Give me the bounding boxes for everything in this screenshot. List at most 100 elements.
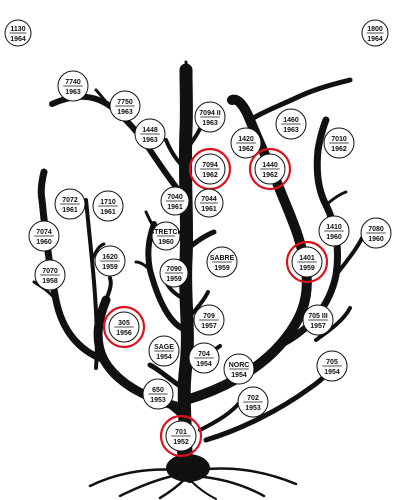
node-1800: 1800 1964 bbox=[362, 20, 388, 46]
node-1440: 1440 1962 bbox=[250, 149, 290, 189]
node-model-label: 1710 bbox=[100, 199, 116, 206]
node-model-label: 704 bbox=[198, 351, 210, 358]
node-year-label: 1960 bbox=[36, 239, 52, 246]
node-year-label: 1962 bbox=[331, 146, 347, 153]
node-year-label: 1959 bbox=[299, 265, 315, 272]
node-model-label: 1130 bbox=[10, 26, 25, 33]
node-7094ii: 7094 II 1963 bbox=[195, 102, 225, 132]
node-model-label: SABRE bbox=[210, 255, 235, 262]
node-7090: 7090 1959 bbox=[160, 259, 188, 287]
node-1401: 1401 1959 bbox=[287, 242, 327, 282]
node-1448: 1448 1963 bbox=[135, 119, 165, 149]
node-7080: 7080 1960 bbox=[361, 218, 391, 248]
node-year-label: 1964 bbox=[10, 36, 26, 43]
node-year-label: 1953 bbox=[245, 405, 261, 412]
node-year-label: 1954 bbox=[231, 372, 247, 379]
node-year-label: 1963 bbox=[65, 89, 81, 96]
node-model-label: 7090 bbox=[166, 266, 182, 273]
node-709: 709 1957 bbox=[194, 305, 224, 335]
node-norc: NORC 1954 bbox=[224, 354, 254, 384]
node-year-label: 1957 bbox=[201, 323, 217, 330]
node-7740: 7740 1963 bbox=[58, 71, 88, 101]
node-year-label: 1958 bbox=[42, 278, 58, 285]
node-7070: 7070 1958 bbox=[35, 260, 65, 290]
node-model-label: 1620 bbox=[102, 254, 118, 261]
node-model-label: 705 bbox=[326, 359, 338, 366]
node-7040: 7040 1961 bbox=[161, 187, 189, 215]
node-model-label: STRETCH bbox=[149, 229, 182, 236]
node-705iii: 705 III 1957 bbox=[303, 305, 333, 335]
node-705: 705 1954 bbox=[317, 351, 347, 381]
node-year-label: 1959 bbox=[166, 276, 182, 283]
node-year-label: 1961 bbox=[201, 206, 217, 213]
node-1130: 1130 1964 bbox=[5, 20, 31, 46]
node-7072: 7072 1961 bbox=[55, 189, 85, 219]
node-year-label: 1953 bbox=[150, 397, 166, 404]
node-7010: 7010 1962 bbox=[324, 128, 354, 158]
node-7074: 7074 1960 bbox=[29, 221, 59, 251]
node-model-label: 7094 II bbox=[199, 110, 220, 117]
node-year-label: 1963 bbox=[117, 109, 133, 116]
node-model-label: 702 bbox=[247, 395, 259, 402]
node-model-label: 1401 bbox=[299, 255, 315, 262]
node-1710: 1710 1961 bbox=[93, 191, 123, 221]
node-year-label: 1961 bbox=[62, 207, 78, 214]
node-year-label: 1963 bbox=[283, 127, 299, 134]
node-year-label: 1962 bbox=[238, 146, 254, 153]
node-model-label: 7080 bbox=[368, 226, 384, 233]
node-305: 305 1956 bbox=[104, 307, 144, 347]
node-year-label: 1954 bbox=[156, 354, 172, 361]
node-702: 702 1953 bbox=[238, 387, 268, 417]
node-model-label: SAGE bbox=[154, 344, 174, 351]
node-1620: 1620 1959 bbox=[95, 246, 125, 276]
node-model-label: 305 bbox=[118, 320, 130, 327]
node-model-label: 1420 bbox=[238, 136, 254, 143]
node-model-label: 650 bbox=[152, 387, 164, 394]
node-year-label: 1961 bbox=[100, 209, 116, 216]
tree-roots bbox=[90, 452, 296, 499]
node-year-label: 1954 bbox=[196, 361, 212, 368]
node-year-label: 1963 bbox=[142, 137, 158, 144]
node-year-label: 1961 bbox=[167, 204, 183, 211]
node-year-label: 1960 bbox=[368, 236, 384, 243]
node-model-label: 701 bbox=[175, 429, 187, 436]
node-year-label: 1952 bbox=[173, 439, 189, 446]
node-year-label: 1964 bbox=[367, 36, 383, 43]
node-704: 704 1954 bbox=[189, 343, 219, 373]
node-650: 650 1953 bbox=[143, 379, 173, 409]
node-year-label: 1960 bbox=[158, 239, 174, 246]
node-model-label: 709 bbox=[203, 313, 215, 320]
node-year-label: 1959 bbox=[102, 264, 118, 271]
node-1460: 1460 1963 bbox=[276, 109, 306, 139]
node-year-label: 1954 bbox=[324, 369, 340, 376]
node-year-label: 1959 bbox=[214, 265, 230, 272]
node-7094: 7094 1962 bbox=[190, 149, 230, 189]
node-model-label: 7072 bbox=[62, 197, 78, 204]
node-sage: SAGE 1954 bbox=[149, 336, 179, 366]
node-year-label: 1960 bbox=[326, 234, 342, 241]
node-model-label: 7740 bbox=[65, 79, 81, 86]
node-701: 701 1952 bbox=[161, 416, 201, 456]
node-model-label: NORC bbox=[229, 362, 250, 369]
node-model-label: 7074 bbox=[36, 229, 52, 236]
node-year-label: 1963 bbox=[202, 120, 218, 127]
node-7044: 7044 1961 bbox=[195, 189, 223, 217]
node-model-label: 7094 bbox=[202, 162, 218, 169]
node-1410: 1410 1960 bbox=[319, 216, 349, 246]
node-model-label: 1800 bbox=[367, 26, 383, 33]
node-model-label: 1448 bbox=[142, 127, 158, 134]
node-model-label: 7070 bbox=[42, 268, 58, 275]
node-year-label: 1956 bbox=[116, 330, 132, 337]
node-year-label: 1962 bbox=[262, 172, 278, 179]
node-year-label: 1957 bbox=[310, 323, 326, 330]
node-model-label: 7044 bbox=[201, 196, 217, 203]
node-model-label: 1410 bbox=[326, 224, 342, 231]
node-model-label: 1440 bbox=[262, 162, 278, 169]
node-model-label: 7010 bbox=[331, 136, 347, 143]
node-model-label: 1460 bbox=[283, 117, 299, 124]
node-model-label: 705 III bbox=[308, 313, 328, 320]
node-year-label: 1962 bbox=[202, 172, 218, 179]
node-model-label: 7750 bbox=[117, 99, 133, 106]
node-model-label: 7040 bbox=[167, 194, 183, 201]
